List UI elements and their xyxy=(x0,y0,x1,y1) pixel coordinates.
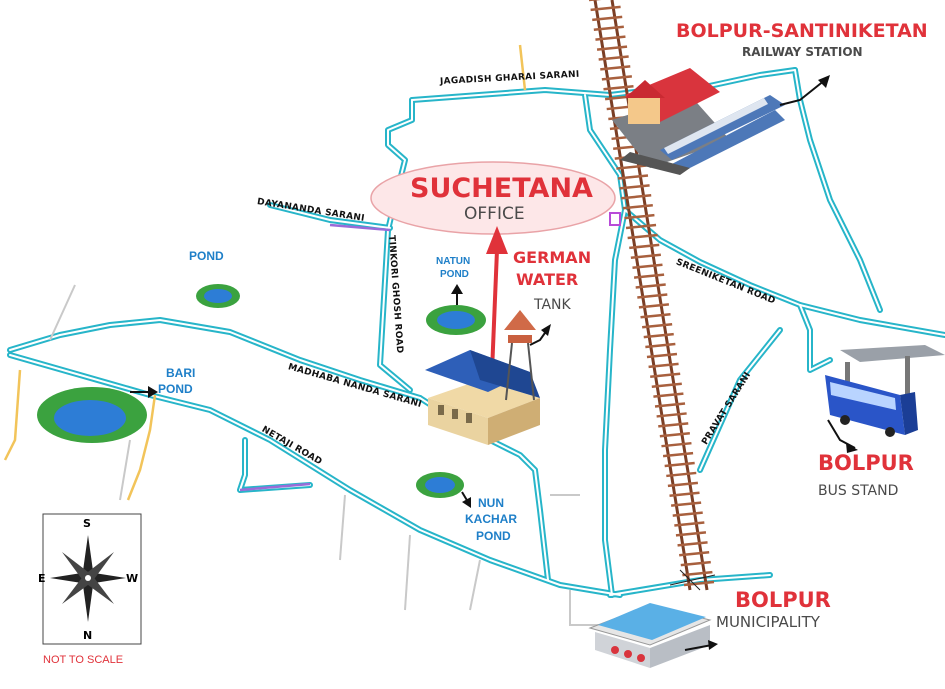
rail-sleeper xyxy=(654,402,686,408)
rail-sleeper xyxy=(592,15,623,22)
rail-sleeper xyxy=(667,481,699,488)
rail-sleeper xyxy=(680,560,711,567)
rail-sleeper xyxy=(603,84,634,91)
destination-highlight xyxy=(370,161,616,235)
office-building-icon[interactable] xyxy=(425,350,540,445)
destination-title: SUCHETANA xyxy=(410,173,593,204)
station-title: BOLPUR-SANTINIKETAN xyxy=(676,20,928,42)
rail-sleeper xyxy=(642,322,673,329)
direction-arrow xyxy=(490,249,499,373)
rail-sleeper xyxy=(601,75,633,81)
compass-bottom-letter: N xyxy=(83,629,93,642)
bari-pond-label-2: POND xyxy=(158,382,193,396)
bari-pond-label-1: BARI xyxy=(166,366,196,380)
rail-sleeper xyxy=(622,203,653,210)
tank-label-line1: GERMAN xyxy=(513,248,592,267)
rail-sleeper xyxy=(661,441,692,448)
destination-subtitle: OFFICE xyxy=(464,204,525,224)
natun-pond-icon xyxy=(426,305,486,335)
bus-stand-title: BOLPUR xyxy=(818,451,914,475)
bus-stand-icon[interactable] xyxy=(825,345,945,437)
rail-sleeper xyxy=(653,392,684,398)
rail-sleeper xyxy=(637,293,668,299)
nun-kachar-label-3: POND xyxy=(476,529,511,543)
railway-track xyxy=(589,0,716,591)
tank-label-line3: TANK xyxy=(534,297,571,313)
rail-sleeper xyxy=(643,332,674,339)
bari-pond-icon xyxy=(37,387,147,443)
rail-sleeper xyxy=(632,263,663,269)
pond-icon xyxy=(196,284,240,308)
rail-sleeper xyxy=(598,55,629,61)
station-subtitle: RAILWAY STATION xyxy=(742,45,863,59)
compass-left-letter: E xyxy=(38,572,46,585)
rail-sleeper xyxy=(593,25,624,31)
rail-sleeper xyxy=(616,164,647,170)
rail-sleeper xyxy=(677,541,708,547)
rail-sleeper xyxy=(669,491,700,498)
rail-sleeper xyxy=(630,253,661,260)
natun-pond-label-1: NATUN xyxy=(436,256,471,267)
rail-sleeper xyxy=(640,313,671,319)
rail-sleeper xyxy=(646,352,678,359)
rail-sleeper xyxy=(651,382,682,388)
rail-sleeper xyxy=(664,461,695,468)
rail-sleeper xyxy=(596,45,628,51)
rail-sleeper xyxy=(617,174,649,180)
compass-top-letter: S xyxy=(83,517,91,530)
rail-sleeper xyxy=(656,412,687,418)
rail-sleeper xyxy=(648,362,679,369)
railway-station-icon[interactable] xyxy=(612,68,785,175)
rail-sleeper xyxy=(674,521,705,527)
rail-sleeper xyxy=(650,372,681,379)
rail-sleeper xyxy=(590,5,621,12)
rail-sleeper xyxy=(659,432,690,438)
bus-stand-subtitle: BUS STAND xyxy=(818,483,899,499)
municipality-icon[interactable] xyxy=(588,603,712,668)
rail-sleeper xyxy=(683,580,715,587)
rail-sleeper xyxy=(645,342,676,349)
rail-sleeper xyxy=(662,451,694,458)
rail-sleeper xyxy=(675,531,707,537)
nun-kachar-pond-icon xyxy=(416,472,464,498)
rail-sleeper xyxy=(635,283,666,289)
rail-sleeper xyxy=(595,35,626,41)
rail-sleeper xyxy=(658,422,689,428)
municipality-subtitle: MUNICIPALITY xyxy=(716,613,820,631)
rail-sleeper xyxy=(633,273,665,279)
natun-pond-label-2: POND xyxy=(440,269,469,280)
rail-sleeper xyxy=(625,223,657,230)
rail-sleeper xyxy=(619,184,650,190)
rail-sleeper xyxy=(670,501,702,507)
compass-right-letter: W xyxy=(126,572,139,585)
rail-sleeper xyxy=(682,570,713,577)
rail-sleeper xyxy=(679,551,710,557)
pond-label: POND xyxy=(189,249,224,263)
nun-kachar-label-2: KACHAR xyxy=(465,512,517,526)
scale-note: NOT TO SCALE xyxy=(43,654,124,666)
rail-sleeper xyxy=(627,233,658,240)
nun-kachar-label-1: NUN xyxy=(478,496,504,510)
rail-sleeper xyxy=(621,194,652,200)
rail-sleeper xyxy=(624,213,655,220)
rail-sleeper xyxy=(666,471,697,478)
municipality-title: BOLPUR xyxy=(735,588,831,612)
rail-sleeper xyxy=(629,243,660,250)
water-tank-icon xyxy=(504,310,536,401)
tank-label-line2: WATER xyxy=(516,270,579,289)
rail-sleeper xyxy=(600,65,631,71)
rail-sleeper xyxy=(638,303,670,309)
compass-rose-icon xyxy=(42,513,142,645)
rail-sleeper xyxy=(672,511,703,517)
